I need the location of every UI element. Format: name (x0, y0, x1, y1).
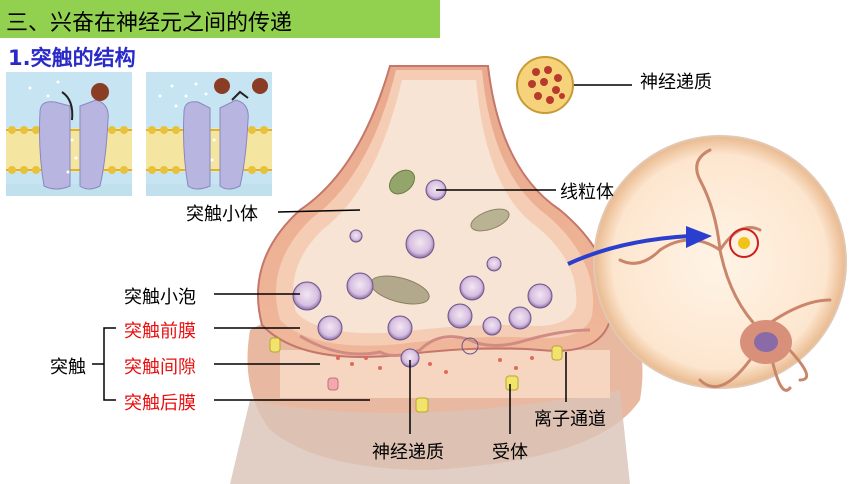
label-postsynaptic-membrane: 突触后膜 (124, 393, 196, 414)
subtitle: 1.突触的结构 (8, 46, 136, 70)
label-receptor: 受体 (492, 442, 528, 463)
mitochondria-group (370, 169, 510, 305)
neuron-magnified-circle (593, 135, 847, 389)
zoom-arrow (567, 234, 691, 266)
receptors (269, 337, 563, 413)
label-ion-channel: 离子通道 (534, 409, 606, 430)
neurotransmitter-dots (336, 356, 534, 374)
channel-panel-left (6, 72, 132, 196)
synapse-highlight-ring (729, 228, 759, 258)
label-synapse: 突触 (50, 357, 86, 378)
label-neurotransmitter-top: 神经递质 (640, 72, 712, 93)
label-synaptic-vesicle: 突触小泡 (124, 287, 196, 308)
channel-panel-right (146, 72, 272, 196)
leader-lines (92, 84, 632, 434)
section-title: 三、兴奋在神经元之间的传递 (6, 11, 293, 36)
section-header-bar (0, 0, 440, 38)
synaptic-vesicles (292, 179, 553, 368)
label-synaptic-cleft: 突触间隙 (124, 357, 196, 378)
label-synaptic-body: 突触小体 (186, 204, 258, 225)
label-mitochondria: 线粒体 (560, 182, 614, 203)
label-presynaptic-membrane: 突触前膜 (124, 321, 196, 342)
label-neurotransmitter-bottom: 神经递质 (372, 442, 444, 463)
